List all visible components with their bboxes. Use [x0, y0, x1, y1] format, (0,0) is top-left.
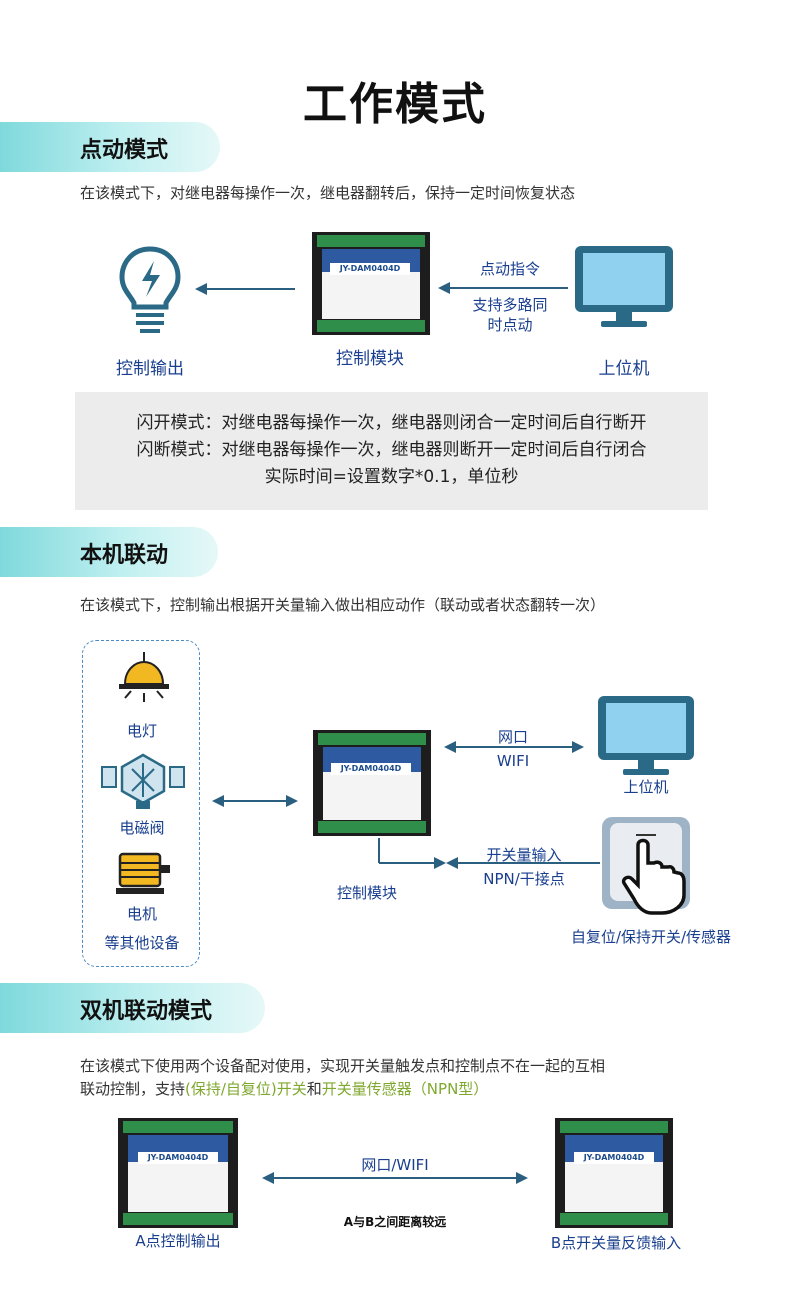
- double-arrow-icon: [444, 741, 584, 753]
- network-port-label: 网口: [497, 728, 528, 746]
- section-header-jog: 点动模式: [0, 122, 220, 172]
- section-title: 双机联动模式: [80, 999, 213, 1024]
- device-other-label: 等其他设备: [104, 934, 180, 952]
- output-label: 控制输出: [116, 359, 184, 379]
- lamp-icon: [119, 652, 169, 702]
- mode-notes-box: 闪开模式：对继电器每操作一次，继电器则闭合一定时间后自行断开 闪断模式：对继电器…: [75, 392, 708, 510]
- monitor-icon: [575, 246, 673, 327]
- elbow-arrow-icon: [378, 838, 600, 869]
- pc-label: 上位机: [598, 359, 650, 379]
- module-model-label: JY-DAM0404D: [331, 763, 411, 775]
- double-arrow-icon: [212, 795, 298, 807]
- page-title: 工作模式: [303, 79, 487, 130]
- lightbulb-icon: [119, 246, 181, 333]
- control-module-device: JY-DAM0404D: [313, 730, 431, 836]
- note-time-formula: 实际时间=设置数字*0.1，单位秒: [264, 467, 519, 487]
- switch-sensor-label: 自复位/保持开关/传感器: [570, 928, 732, 946]
- link-label: 网口/WIFI: [361, 1156, 429, 1174]
- pc-label: 上位机: [623, 778, 669, 796]
- module-model-label: JY-DAM0404D: [574, 1152, 654, 1164]
- arrow-left-icon: [195, 283, 295, 295]
- section-description-line1: 在该模式下使用两个设备配对使用，实现开关量触发点和控制点不在一起的互相: [80, 1057, 606, 1075]
- module-b-device: JY-DAM0404D: [555, 1118, 673, 1228]
- point-a-label: A点控制输出: [135, 1232, 221, 1250]
- multi-channel-label-2: 时点动: [487, 316, 533, 334]
- solenoid-valve-icon: [101, 753, 185, 809]
- section-header-dual-linkage: 双机联动模式: [0, 983, 265, 1033]
- desc-text: 和: [306, 1080, 322, 1098]
- module-label: 控制模块: [336, 349, 404, 369]
- double-arrow-icon: [262, 1172, 528, 1184]
- module-model-label: JY-DAM0404D: [330, 263, 410, 275]
- point-b-label: B点开关量反馈输入: [550, 1234, 682, 1252]
- monitor-icon: [598, 696, 694, 775]
- module-a-device: JY-DAM0404D: [118, 1118, 238, 1228]
- note-flash-close: 闪断模式：对继电器每操作一次，继电器则断开一定时间后自行闭合: [136, 440, 647, 460]
- motor-icon: [116, 852, 170, 894]
- multi-channel-label: 支持多路同: [472, 296, 548, 314]
- section-header-local-linkage: 本机联动: [0, 527, 218, 577]
- push-switch-icon: [602, 817, 690, 915]
- desc-text: 联动控制，支持: [80, 1080, 186, 1098]
- note-flash-open: 闪开模式：对继电器每操作一次，继电器则闭合一定时间后自行断开: [136, 413, 647, 433]
- device-motor-label: 电机: [126, 905, 157, 923]
- desc-highlight-sensor: 开关量传感器（NPN型）: [321, 1080, 489, 1098]
- section-description: 在该模式下，对继电器每操作一次，继电器翻转后，保持一定时间恢复状态: [80, 184, 576, 202]
- desc-highlight-switch: (保持/自复位)开关: [185, 1080, 307, 1098]
- section-title: 本机联动: [80, 543, 169, 568]
- switch-input-label: 开关量输入: [486, 846, 562, 864]
- device-valve-label: 电磁阀: [119, 819, 165, 837]
- section-description: 在该模式下，控制输出根据开关量输入做出相应动作（联动或者状态翻转一次）: [80, 596, 606, 614]
- output-devices-group: [82, 640, 200, 967]
- command-label: 点动指令: [479, 260, 540, 278]
- module-model-label: JY-DAM0404D: [138, 1152, 218, 1164]
- wifi-label: WIFI: [496, 752, 530, 770]
- control-module-device: JY-DAM0404D: [312, 232, 430, 335]
- arrow-left-icon: [438, 282, 568, 294]
- section-title: 点动模式: [80, 138, 169, 163]
- device-lamp-label: 电灯: [126, 722, 157, 740]
- module-label: 控制模块: [336, 884, 397, 902]
- npn-label: NPN/干接点: [483, 870, 565, 888]
- distance-label: A与B之间距离较远: [343, 1215, 447, 1229]
- section-description-line2: 联动控制，支持(保持/自复位)开关和开关量传感器（NPN型）: [80, 1076, 488, 1102]
